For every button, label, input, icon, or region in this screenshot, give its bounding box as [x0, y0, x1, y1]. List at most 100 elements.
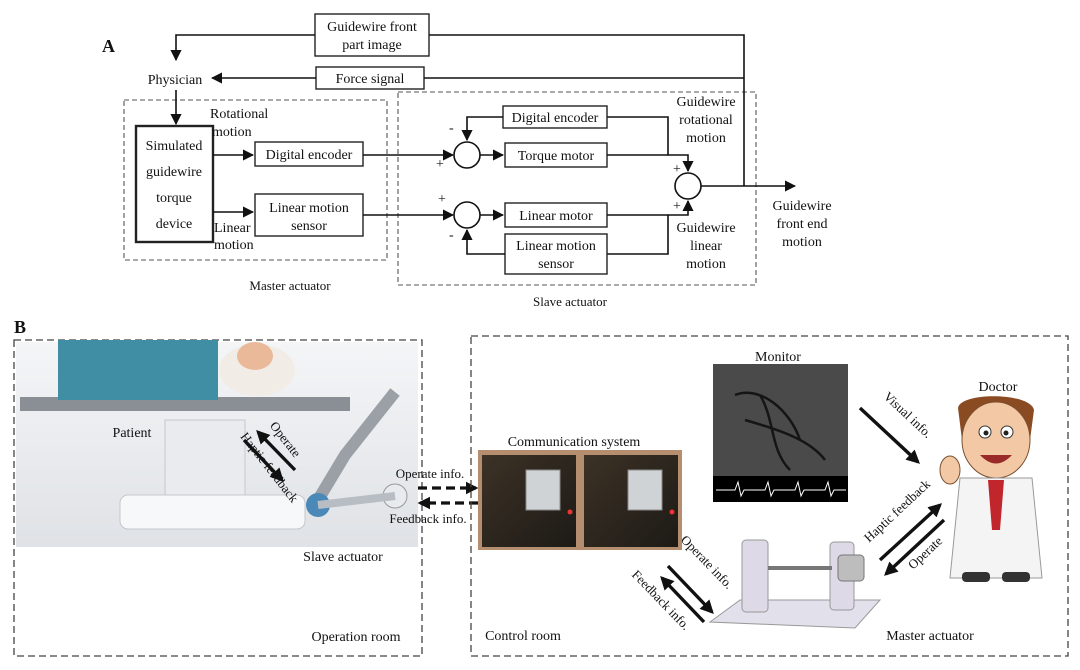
guidewire-image-line2: part image [342, 38, 401, 53]
master-actuator-group [123, 99, 388, 261]
feedback-info-label: Feedback info. [389, 511, 466, 526]
slave-digital-encoder-label: Digital encoder [512, 111, 599, 126]
front-end-l1: Guidewire [772, 199, 831, 214]
front-end-l2: front end [777, 217, 828, 232]
master-digital-encoder-label: Digital encoder [266, 148, 353, 163]
doctor-waving-hand [939, 455, 961, 485]
slave-actuator-caption: Slave actuator [533, 294, 608, 309]
simulated-device-l2: guidewire [146, 165, 202, 180]
doctor-operate-arrow [884, 518, 946, 576]
image-to-physician-arrow [170, 34, 315, 62]
doctor-illustration [939, 396, 1043, 582]
doctor-shoe-right [1002, 572, 1030, 582]
master-linear-sensor-box [254, 193, 364, 237]
master-left-post [741, 539, 769, 613]
master-linear-sensor-l2: sensor [291, 219, 327, 234]
slave-actuator-group [397, 91, 757, 286]
haptic-feedback-arrow [242, 438, 284, 482]
coronary-vessels [734, 391, 826, 471]
slave-actuator-label: Slave actuator [303, 550, 383, 565]
doctor-shoe-left [962, 572, 990, 582]
board-2-led [669, 509, 675, 515]
front-end-l3: motion [782, 235, 822, 250]
torque-motor-box [504, 142, 608, 168]
plus-sign-4: + [673, 199, 681, 214]
guidewire-image-line1: Guidewire front [327, 20, 417, 35]
torque-motor-label: Torque motor [518, 149, 595, 164]
guidewire-rotational-l1: Guidewire [676, 95, 735, 110]
simulated-device-l4: device [156, 217, 193, 232]
rotational-motion-l2: motion [212, 125, 252, 140]
master-operate-label-group: Operate info. [678, 532, 736, 592]
rotation-to-final-sum [668, 154, 694, 173]
control-room-border [470, 335, 1069, 657]
doctor-haptic-arrow [878, 503, 943, 562]
panel-a-letter: A [102, 36, 115, 56]
sensor-to-sum2-feedback [461, 228, 505, 255]
plus-sign-3: + [673, 162, 681, 177]
linear-motion-l1: Linear [214, 221, 251, 236]
slave-robot-arm [309, 388, 400, 509]
master-actuator-device [708, 539, 882, 629]
monitor-ecg-strip [713, 476, 848, 502]
patient-drape [58, 340, 218, 400]
plus-sign-2: + [438, 192, 446, 207]
image-feedback-line [429, 34, 745, 186]
bed-base [119, 494, 306, 530]
guidewire-linear-l1: Guidewire [676, 221, 735, 236]
linear-motor-label: Linear motor [519, 209, 593, 224]
linear-feedback-path [607, 214, 669, 255]
patient-label: Patient [113, 426, 152, 441]
doctor-haptic-label-group: Haptic feedback [861, 476, 934, 545]
guidewire-rotational-l2: rotational [679, 113, 733, 128]
summing-junction-rotation [453, 141, 481, 169]
force-signal-label: Force signal [336, 72, 405, 87]
doctor-tie [988, 480, 1004, 530]
slave-linear-sensor-l1: Linear motion [516, 239, 596, 254]
torque-feedback-path [607, 116, 669, 156]
minus-sign-2: - [449, 228, 454, 243]
control-room-label: Control room [485, 629, 561, 644]
simulated-device-box [134, 124, 215, 244]
slave-linear-sensor-box [504, 233, 608, 275]
board-1-fan [525, 469, 561, 511]
operate-arrow [256, 430, 297, 472]
slave-linear-sensor-l2: sensor [538, 257, 574, 272]
doctor-smile [980, 455, 1012, 464]
monitor-label: Monitor [755, 350, 801, 365]
plus-sign-1: + [436, 157, 444, 172]
visual-info-arrow [858, 406, 920, 464]
doctor-face [961, 401, 1031, 479]
linear-motor-box [504, 202, 608, 228]
doctor-pupil-left [983, 430, 989, 436]
master-motor [837, 554, 865, 582]
minus-sign-1: - [449, 121, 454, 136]
communication-system-label: Communication system [508, 435, 641, 450]
panel-b-letter: B [14, 317, 26, 337]
guidewire-image-box [314, 13, 430, 57]
operation-room-label: Operation room [311, 630, 400, 645]
doctor-label: Doctor [979, 380, 1018, 395]
simulated-device-l3: torque [156, 191, 192, 206]
panel-b: B Patient Operate Haptic feedback Slave … [13, 317, 1069, 657]
master-operate-info-label: Operate info. [678, 532, 736, 592]
summing-junction-linear [453, 201, 481, 229]
master-linear-sensor-l1: Linear motion [269, 201, 349, 216]
robot-forearm [317, 492, 396, 509]
guidewire-linear-l3: motion [686, 257, 726, 272]
physician-label: Physician [148, 73, 202, 88]
operate-info-label: Operate info. [396, 466, 465, 481]
master-actuator-label: Master actuator [886, 629, 974, 644]
master-operate-info-arrow [666, 564, 714, 614]
simulated-device-l1: Simulated [146, 139, 203, 154]
rotational-motion-l1: Rotational [210, 107, 268, 122]
linear-to-final-sum [668, 199, 694, 216]
bed-surface [20, 397, 350, 411]
guidewire-rotational-l3: motion [686, 131, 726, 146]
guidewire-linear-l2: linear [690, 239, 722, 254]
board-2-fan [627, 469, 663, 511]
board-1-led [567, 509, 573, 515]
master-digital-encoder-box [254, 141, 364, 167]
ecg-trace [716, 480, 846, 498]
